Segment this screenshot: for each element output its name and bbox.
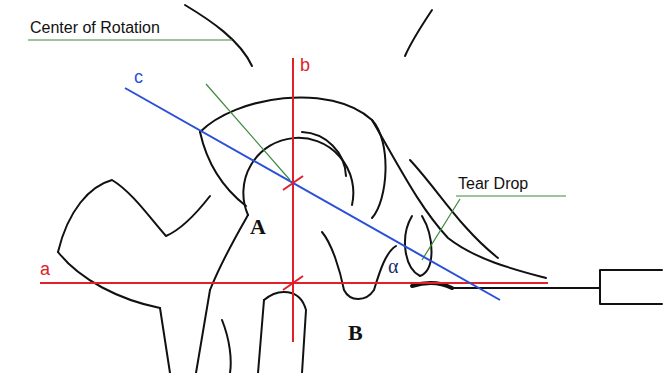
distance-letter: A <box>250 216 266 238</box>
line-letter: c <box>134 68 143 86</box>
line-letter: a <box>40 260 50 278</box>
distance-letter: B <box>348 322 363 344</box>
callout-label: Center of Rotation <box>30 20 160 36</box>
line-letter: b <box>300 56 310 74</box>
angle-symbol: α <box>388 256 398 276</box>
callout-label: Tear Drop <box>458 176 528 192</box>
